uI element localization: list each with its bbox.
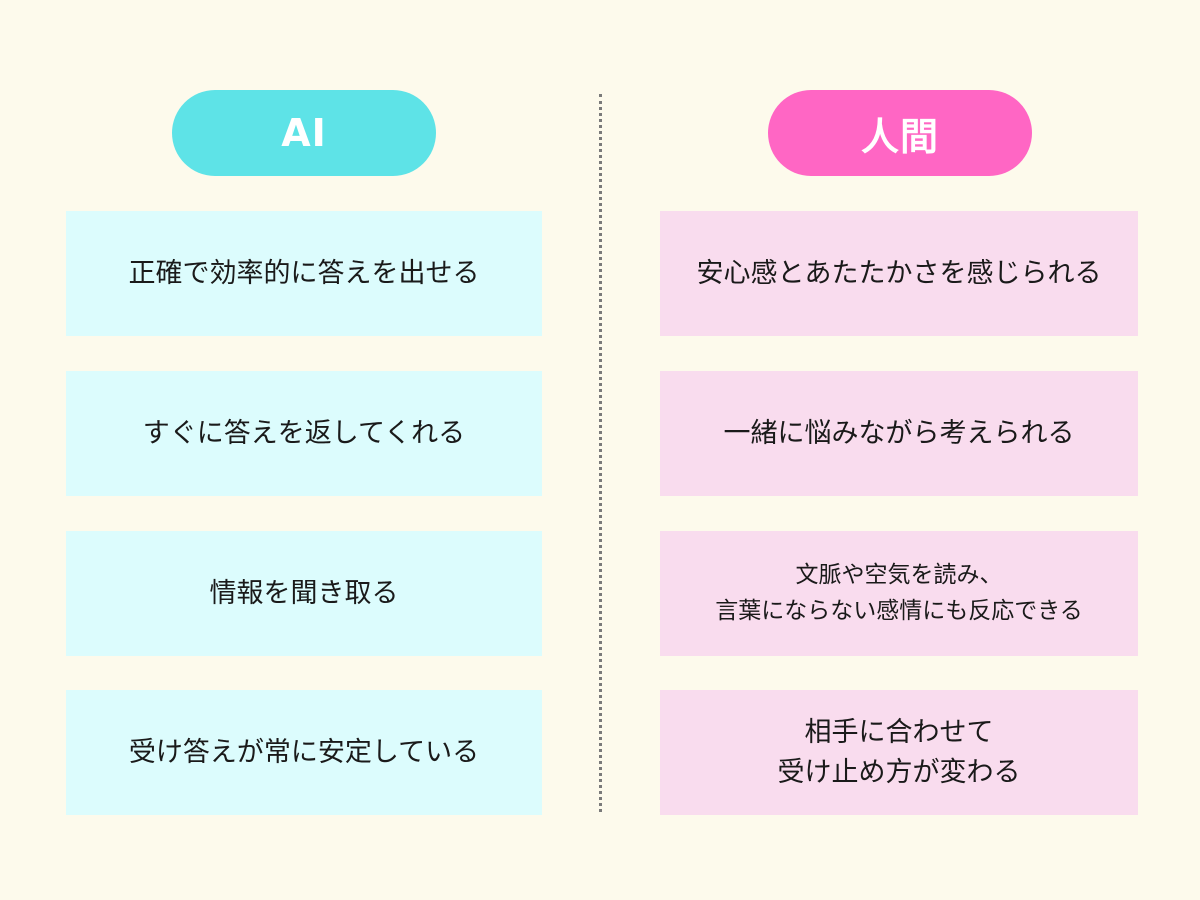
ai-card: 情報を聞き取る bbox=[66, 531, 542, 656]
ai-card-text: すぐに答えを返してくれる bbox=[142, 417, 466, 449]
human-card-text: 安心感とあたたかさを感じられる bbox=[696, 257, 1102, 289]
human-card-text: 相手に合わせて 受け止め方が変わる bbox=[777, 717, 1021, 788]
human-card-text: 一緒に悩みながら考えられる bbox=[723, 417, 1075, 449]
ai-header: AI bbox=[172, 90, 436, 176]
human-card: 相手に合わせて 受け止め方が変わる bbox=[660, 690, 1138, 815]
ai-card-text: 受け答えが常に安定している bbox=[128, 736, 480, 768]
ai-card: すぐに答えを返してくれる bbox=[66, 371, 542, 496]
human-header: 人間 bbox=[768, 90, 1032, 176]
ai-card: 受け答えが常に安定している bbox=[66, 690, 542, 815]
ai-header-label: AI bbox=[281, 111, 327, 155]
column-divider bbox=[599, 94, 602, 812]
human-card: 文脈や空気を読み、 言葉にならない感情にも反応できる bbox=[660, 531, 1138, 656]
human-header-label: 人間 bbox=[860, 114, 939, 159]
human-card-text: 文脈や空気を読み、 言葉にならない感情にも反応できる bbox=[715, 561, 1083, 624]
ai-card-text: 情報を聞き取る bbox=[209, 577, 399, 609]
human-card: 安心感とあたたかさを感じられる bbox=[660, 211, 1138, 336]
ai-card-text: 正確で効率的に答えを出せる bbox=[128, 257, 480, 289]
ai-card: 正確で効率的に答えを出せる bbox=[66, 211, 542, 336]
human-card: 一緒に悩みながら考えられる bbox=[660, 371, 1138, 496]
